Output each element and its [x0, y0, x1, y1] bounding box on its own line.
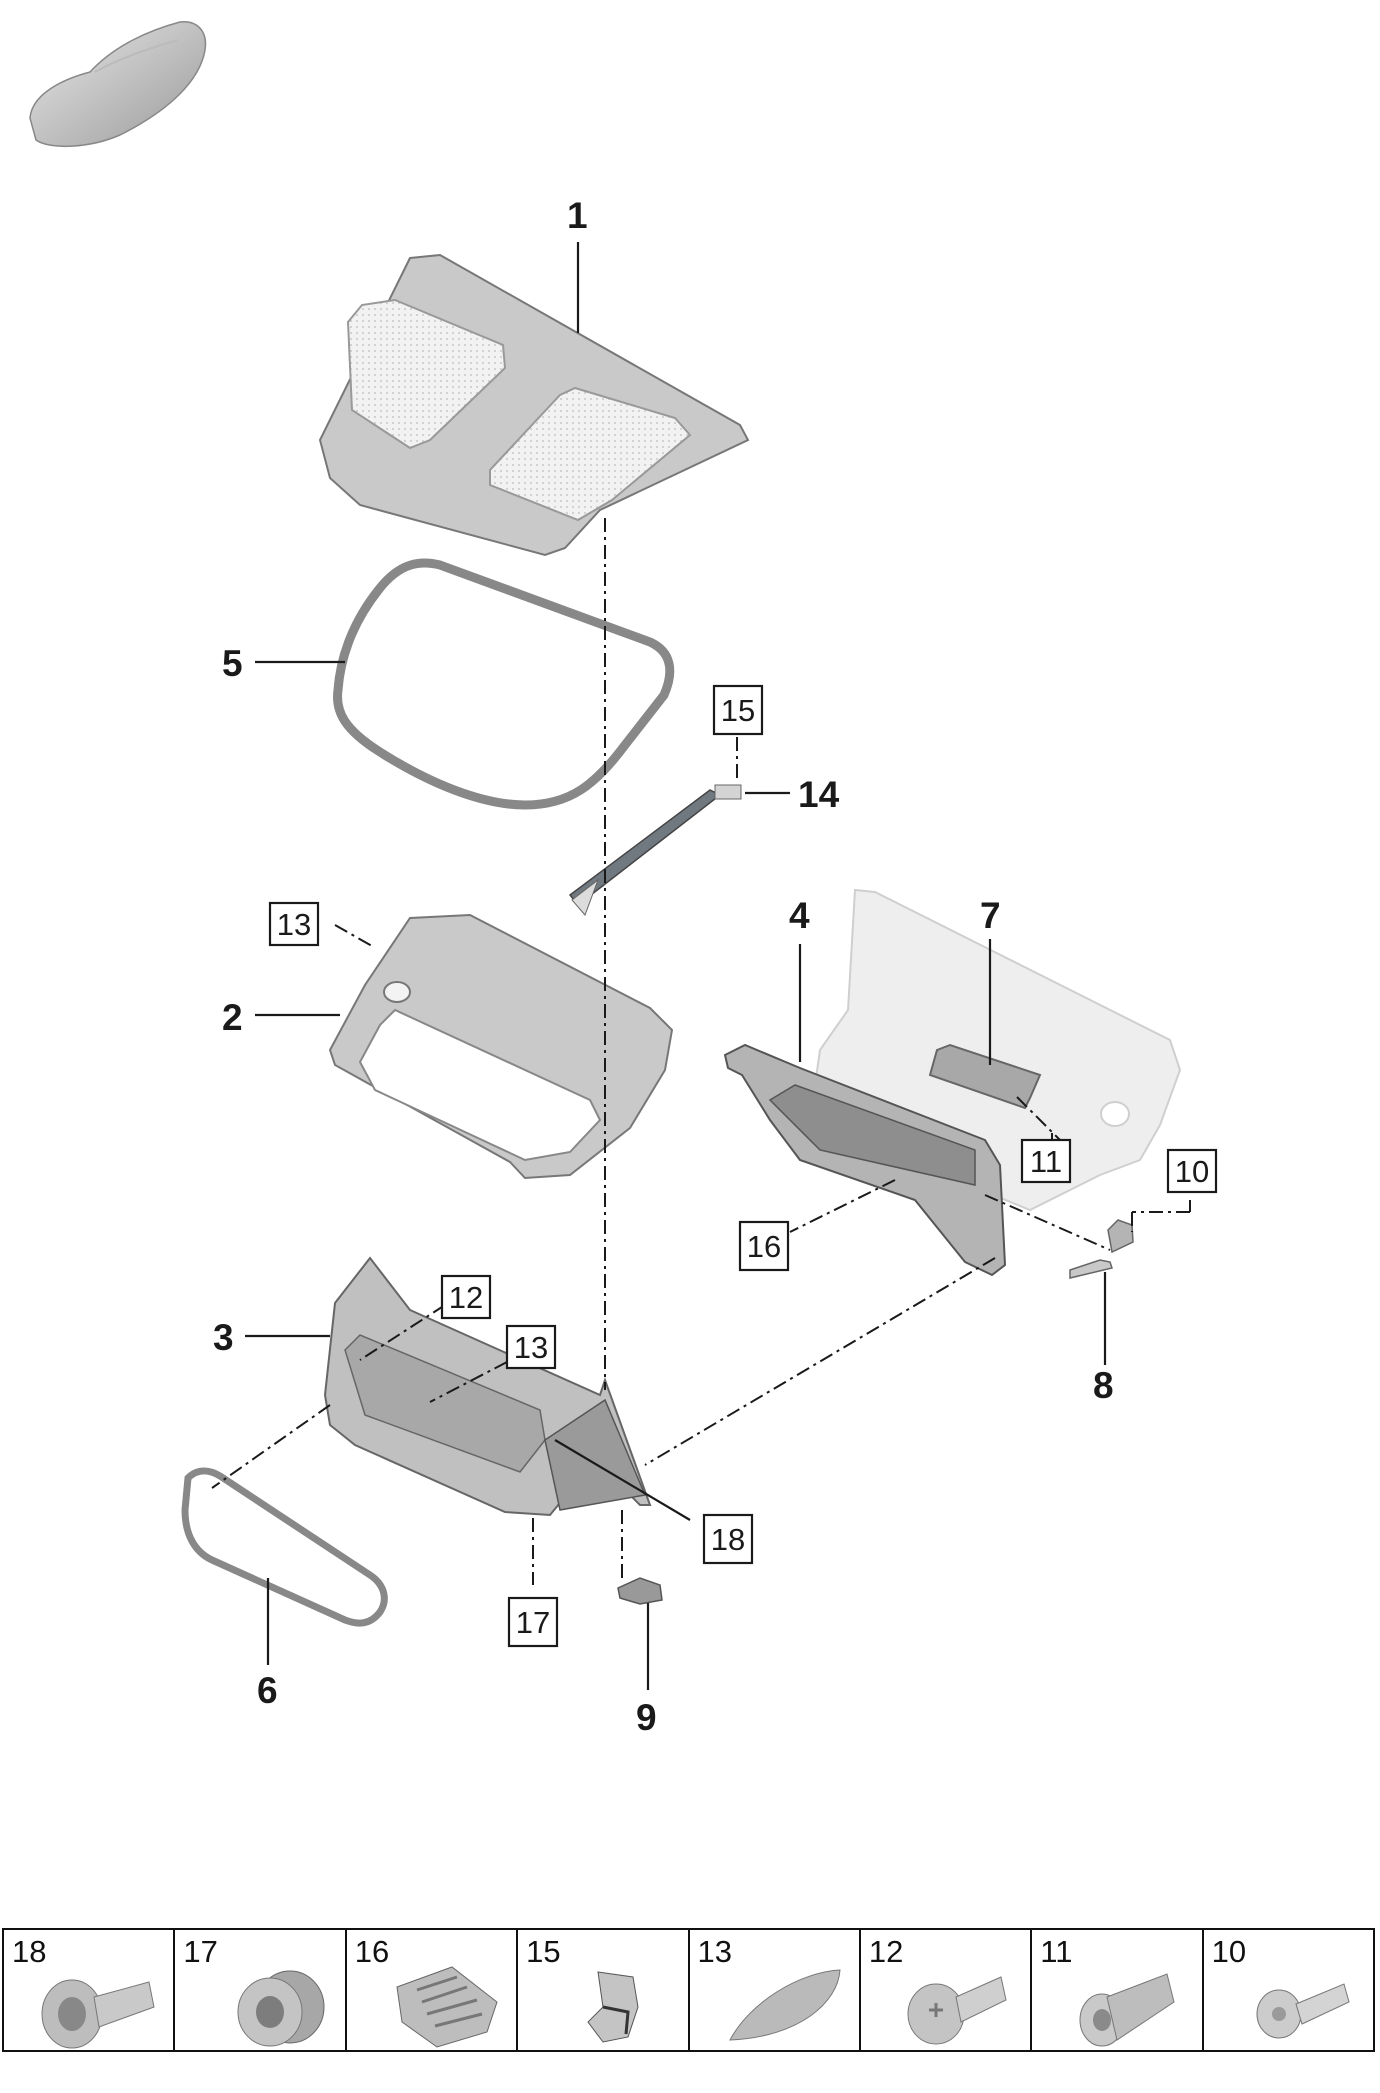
- boxed-callout-13-upper: 13: [268, 901, 320, 947]
- boxed-callout-10: 10: [1166, 1148, 1218, 1194]
- fastener-legend-table: 18 17 16 15 13 12: [2, 1928, 1375, 2052]
- part-5-seal: [333, 558, 675, 810]
- svg-text:10: 10: [1175, 1154, 1209, 1189]
- round-head-screw-icon: [907, 1976, 1007, 2045]
- svg-text:13: 13: [277, 907, 311, 942]
- legend-number: 16: [354, 1934, 390, 1969]
- svg-text:17: 17: [516, 1605, 550, 1640]
- legend-number: 11: [1040, 1934, 1073, 1969]
- part-9-clip: [617, 1577, 663, 1605]
- boxed-callout-16: 16: [738, 1220, 790, 1272]
- callout-8: 8: [1093, 1365, 1114, 1406]
- legend-number: 10: [1211, 1934, 1247, 1969]
- exploded-parts-diagram: 1 5 14 2 4 7 3 8 6 9 15 13 11 10 16 12 1…: [29, 21, 1218, 1738]
- callout-4: 4: [789, 895, 810, 936]
- boxed-callout-11: 11: [1020, 1138, 1072, 1184]
- boxed-callout-18: 18: [702, 1513, 754, 1565]
- callout-9: 9: [636, 1697, 657, 1738]
- part-10-clip: [1107, 1219, 1134, 1254]
- svg-text:12: 12: [449, 1280, 483, 1315]
- callout-5: 5: [222, 643, 243, 684]
- torx-screw-icon: [1256, 1983, 1350, 2039]
- part-6-seal: [181, 1467, 388, 1627]
- part-1-lid: [318, 253, 750, 557]
- part-3-housing: [323, 1256, 652, 1517]
- legend-number: 15: [526, 1934, 561, 1969]
- callout-1: 1: [567, 195, 588, 236]
- boxed-callout-15: 15: [712, 684, 764, 736]
- callout-14: 14: [798, 774, 840, 815]
- vehicle-thumbnail: [29, 21, 207, 148]
- legend-cell-17: 17: [175, 1930, 347, 2050]
- svg-text:16: 16: [747, 1229, 781, 1264]
- boxed-callout-13-lower: 13: [505, 1324, 557, 1370]
- leader-lines: [245, 242, 1107, 1690]
- part-2-frame: [328, 913, 674, 1180]
- bellows-grommet-icon: [396, 1966, 498, 2048]
- legend-cell-10: 10: [1204, 1930, 1373, 2050]
- svg-text:18: 18: [711, 1522, 745, 1557]
- legend-number: 13: [697, 1934, 732, 1969]
- legend-cell-16: 16: [347, 1930, 519, 2050]
- rivet-nut-icon: [1079, 1973, 1175, 2047]
- legend-cell-12: 12: [861, 1930, 1033, 2050]
- foam-pad-icon: [728, 1969, 841, 2041]
- part-7-bracket: [928, 1043, 1042, 1110]
- legend-cell-18: 18: [4, 1930, 176, 2050]
- part-8-bracket: [1069, 1259, 1113, 1279]
- part-14-strap: [568, 784, 742, 916]
- spring-clip-icon: [587, 1971, 639, 2043]
- legend-number: 12: [868, 1934, 904, 1969]
- flanged-nut-icon: [41, 1979, 155, 2049]
- callout-3: 3: [213, 1317, 234, 1358]
- assembly-lines: [211, 518, 1191, 1585]
- callout-7: 7: [980, 895, 1001, 936]
- legend-cell-15: 15: [518, 1930, 690, 2050]
- boxed-callout-12: 12: [440, 1274, 492, 1320]
- callout-2: 2: [222, 997, 243, 1038]
- legend-number: 18: [12, 1934, 47, 1969]
- grommet-nut-icon: [237, 1970, 325, 2047]
- boxed-callout-17: 17: [507, 1596, 559, 1648]
- svg-text:13: 13: [514, 1330, 548, 1365]
- legend-number: 17: [183, 1934, 218, 1969]
- legend-cell-11: 11: [1032, 1930, 1204, 2050]
- svg-text:11: 11: [1030, 1144, 1062, 1179]
- svg-text:15: 15: [721, 693, 755, 728]
- callout-6: 6: [257, 1670, 278, 1711]
- legend-cell-13: 13: [690, 1930, 861, 2050]
